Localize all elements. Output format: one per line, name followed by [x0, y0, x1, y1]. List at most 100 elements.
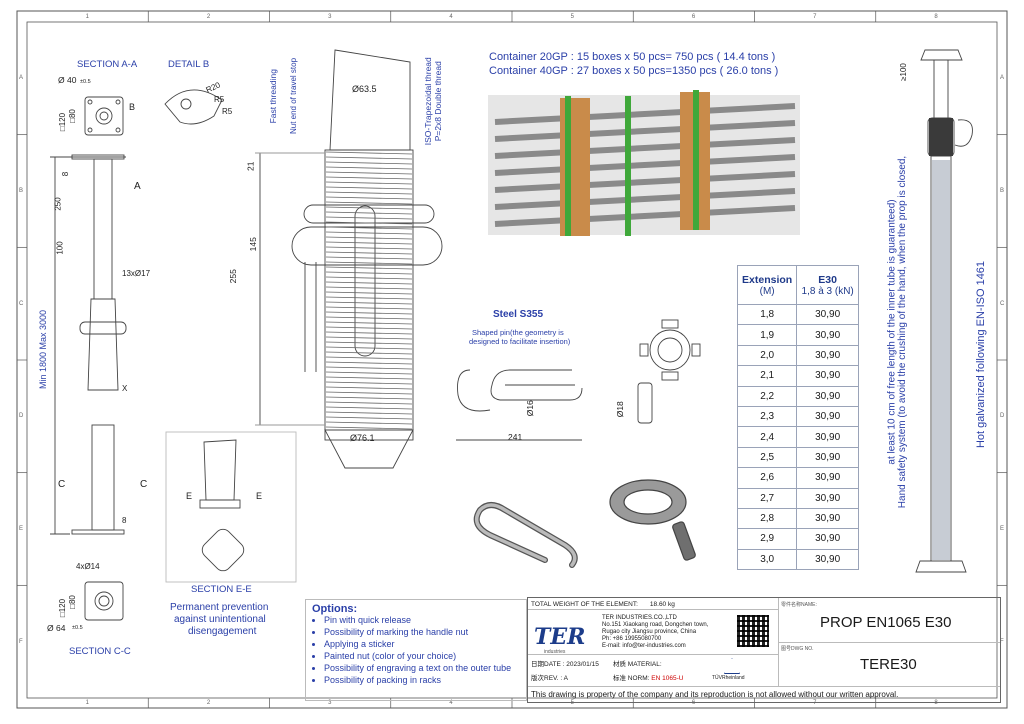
section-a-title: SECTION A-A	[77, 59, 138, 70]
dim-d18: Ø18	[614, 401, 625, 418]
qr-code	[737, 615, 769, 647]
hand-safety-note-2: at least 10 cm of free length of the inn…	[886, 199, 898, 465]
extension-cell: 2,9	[736, 528, 798, 550]
frame-col-label: 4	[449, 14, 453, 20]
frame-col-label: 2	[206, 14, 211, 20]
load-cell: 30,90	[796, 507, 859, 530]
frame-col-label: 7	[813, 700, 817, 706]
frame-row-label: B	[1000, 188, 1005, 194]
extension-cell: 2,5	[736, 446, 798, 469]
extension-cell: 3,0	[736, 548, 798, 571]
tuv-icon	[724, 658, 740, 674]
permanent-line-3: disengagement	[188, 626, 257, 637]
frame-row-label: D	[1000, 413, 1005, 420]
label-a: A	[134, 181, 141, 192]
label-b: B	[129, 102, 136, 112]
rev-field: 版次REV. : A	[531, 675, 568, 682]
option-item: Painted nut (color of your choice)	[324, 650, 511, 662]
label-e-right: E	[256, 491, 263, 501]
options-list: Pin with quick releasePossibility of mar…	[306, 614, 511, 686]
dim-21: 21	[245, 161, 256, 171]
dim-d16: Ø16	[524, 400, 535, 417]
shaped-pin-note-2: designed to facilitate insertion)	[469, 337, 571, 346]
label-c-left: C	[58, 479, 66, 490]
detail-b-title: DETAIL B	[168, 59, 210, 70]
extension-cell: 2,7	[736, 487, 798, 509]
container-40gp: Container 40GP : 27 boxes x 50 pcs=1350 …	[489, 65, 779, 77]
company-logo-sub: industries	[544, 649, 566, 655]
dim-8: 8	[61, 171, 71, 177]
drawing-code: TERE30	[860, 656, 917, 673]
option-item: Pin with quick release	[324, 614, 511, 626]
weight-row: TOTAL WEIGHT OF THE ELEMENT:18.60 kg	[528, 598, 778, 610]
desc-label: 零件名称NAME:	[781, 602, 817, 608]
disclaimer: This drawing is property of the company …	[531, 690, 899, 699]
dim-13-holes: 13xØ17	[122, 269, 151, 278]
dim-min-max: Min 1800 Max 3000	[38, 309, 49, 390]
options-title: Options:	[312, 603, 358, 615]
frame-col-label: 6	[691, 700, 696, 706]
load-cell: 30,90	[796, 385, 859, 407]
frame-row-label: C	[1000, 300, 1005, 307]
col-extension-header: Extension(M)	[736, 265, 798, 305]
section-e-title: SECTION E-E	[191, 584, 252, 595]
options-box: Options: Pin with quick releasePossibili…	[305, 599, 527, 701]
extension-cell: 2,1	[736, 365, 798, 387]
option-item: Applying a sticker	[324, 638, 511, 650]
frame-col-label: 5	[570, 14, 574, 20]
date-field: 日期DATE : 2023/01/15	[531, 661, 599, 668]
label-x: X	[122, 384, 128, 393]
dim-d76-1: Ø76.1	[350, 433, 375, 443]
dwg-label: 图号DWG NO.	[781, 646, 814, 652]
option-item: Possibility of packing in racks	[324, 674, 511, 686]
dim-145: 145	[247, 237, 258, 252]
section-c-title: SECTION C-C	[69, 646, 131, 657]
frame-col-label: 5	[570, 700, 574, 706]
extension-cell: 1,8	[736, 303, 798, 326]
shaped-pin-note-1: Shaped pin(the geometry is	[472, 328, 564, 337]
load-cell: 30,90	[796, 467, 859, 489]
extension-cell: 2,2	[736, 385, 798, 407]
frame-col-label: 8	[934, 14, 938, 20]
company-logo: TER	[534, 624, 586, 650]
load-cell: 30,90	[796, 344, 859, 367]
load-cell: 30,90	[796, 548, 859, 571]
galvanized-note: Hot galvanized following EN-ISO 1461	[975, 260, 988, 449]
load-cell: 30,90	[796, 487, 859, 509]
dim-241: 241	[508, 432, 523, 442]
frame-col-label: 8	[934, 700, 938, 706]
dim-sq120-c: □120	[58, 598, 68, 618]
frame-col-label: 4	[449, 700, 453, 706]
permanent-line-1: Permanent prevention	[170, 602, 269, 613]
extension-cell: 2,0	[736, 344, 798, 367]
dim-d64-tol: ±0.5	[72, 625, 83, 631]
frame-col-label: 7	[813, 14, 817, 20]
dim-d40-tol: ±0.5	[80, 79, 91, 85]
load-cell: 30,90	[796, 303, 859, 326]
note-iso-thread: ISO-Trapezoidal thread	[422, 57, 433, 146]
title-block: TOTAL WEIGHT OF THE ELEMENT:18.60 kg TER…	[527, 597, 1001, 703]
dim-255: 255	[227, 269, 238, 284]
dim-100: 100	[55, 241, 65, 255]
option-item: Possibility of engraving a text on the o…	[324, 662, 511, 674]
product-title: PROP EN1065 E30	[820, 614, 952, 631]
extension-cell: 2,6	[736, 467, 798, 489]
load-cell: 30,90	[796, 405, 859, 428]
frame-row-label: F	[19, 638, 23, 645]
hand-safety-note-1: Hand safety system (to avoid the crushin…	[897, 155, 909, 509]
frame-row-label: E	[1000, 526, 1005, 532]
load-cell: 30,90	[796, 528, 859, 550]
note-fast-threading: Fast threading	[267, 69, 278, 124]
